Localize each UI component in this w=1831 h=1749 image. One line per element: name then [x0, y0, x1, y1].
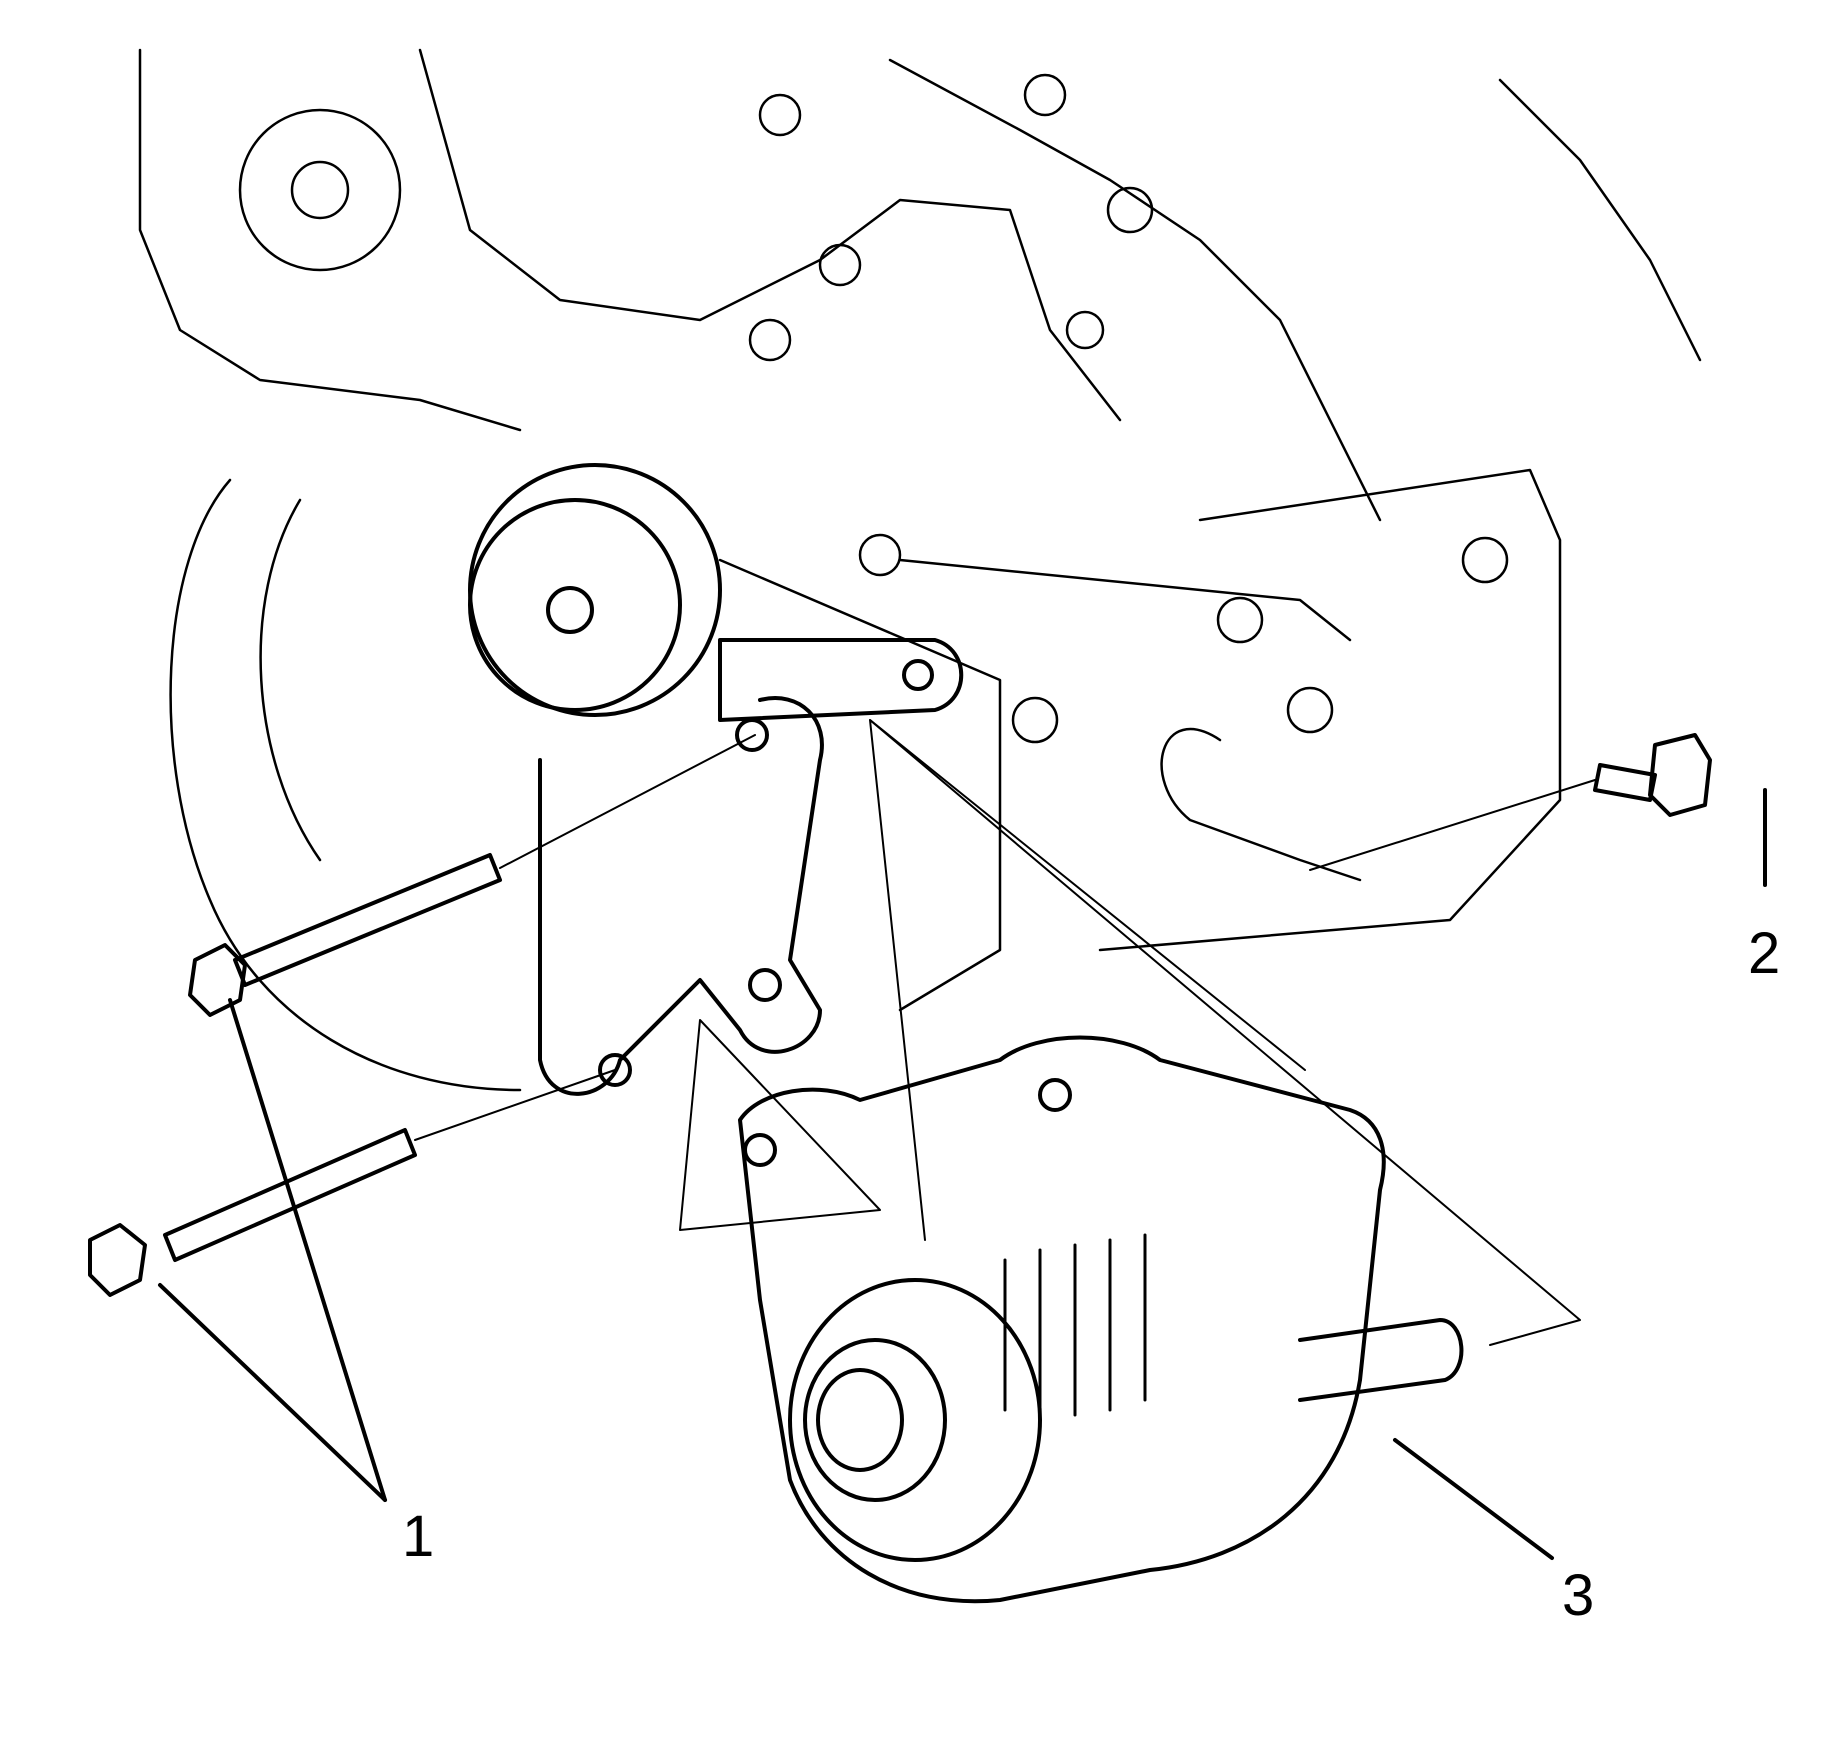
accessory-bracket — [538, 638, 964, 1096]
bolt-1-lower — [88, 1069, 616, 1297]
idler-pulley — [468, 463, 722, 717]
engine-block — [138, 48, 1702, 1092]
callout-1: 1 — [402, 1504, 435, 1569]
callout-3: 3 — [1562, 1563, 1595, 1628]
assembly-guide-lines — [679, 719, 1581, 1346]
callout-2: 2 — [1748, 921, 1781, 986]
alternator — [738, 1035, 1464, 1604]
leader-lines — [158, 788, 1767, 1560]
bolt-2 — [1309, 733, 1712, 871]
bolt-1-upper — [188, 734, 756, 1017]
